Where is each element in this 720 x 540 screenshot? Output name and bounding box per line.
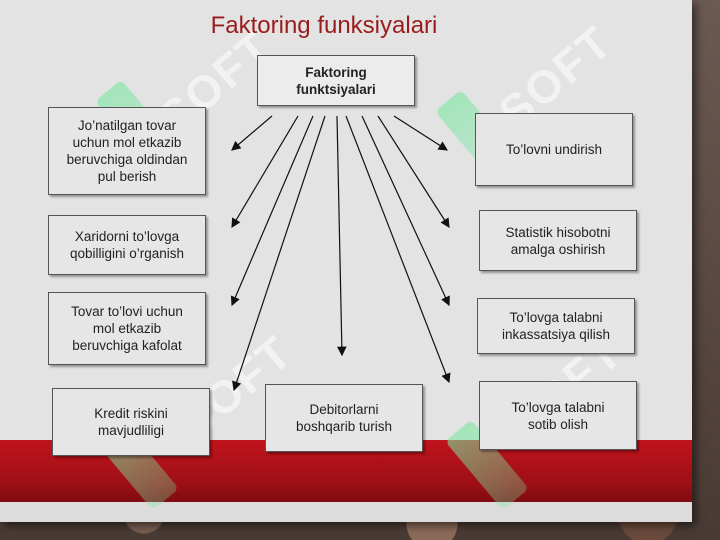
box-advance-payment: Jo’natilgan tovar uchun mol etkazib beru… [48,107,206,195]
center-box: Faktoring funktsiyalari [257,55,415,106]
slide: SOFT SOFT SOFT SOFT Faktoring funksiyala… [0,0,692,522]
box-payment-collection: To’lovni undirish [475,113,633,186]
box-buyer-solvency: Xaridorni to’lovga qobilligini o’rganish [48,215,206,275]
box-supplier-guarantee: Tovar to’lovi uchun mol etkazib beruvchi… [48,292,206,365]
box-statistical-reporting: Statistik hisobotni amalga oshirish [479,210,637,271]
box-credit-risk: Kredit riskini mavjudliligi [52,388,210,456]
arrow-to-b9 [345,115,451,384]
arrow-to-b8 [361,115,450,307]
arrows [230,115,451,392]
box-debtor-management: Debitorlarni boshqarib turish [265,384,423,452]
arrow-to-b2 [231,115,299,229]
arrow-to-b7 [377,115,450,229]
arrow-to-b6 [393,115,449,151]
arrow-to-b3 [230,115,314,307]
bottom-strip [0,502,692,522]
arrow-to-b1 [231,115,273,151]
box-claim-purchase: To’lovga talabni sotib olish [479,381,637,450]
arrow-to-b5 [336,115,347,357]
slide-title: Faktoring funksiyalari [210,12,438,39]
box-payment-inkasso: To’lovga talabni inkassatsiya qilish [477,298,635,354]
arrow-to-b4 [232,115,326,392]
